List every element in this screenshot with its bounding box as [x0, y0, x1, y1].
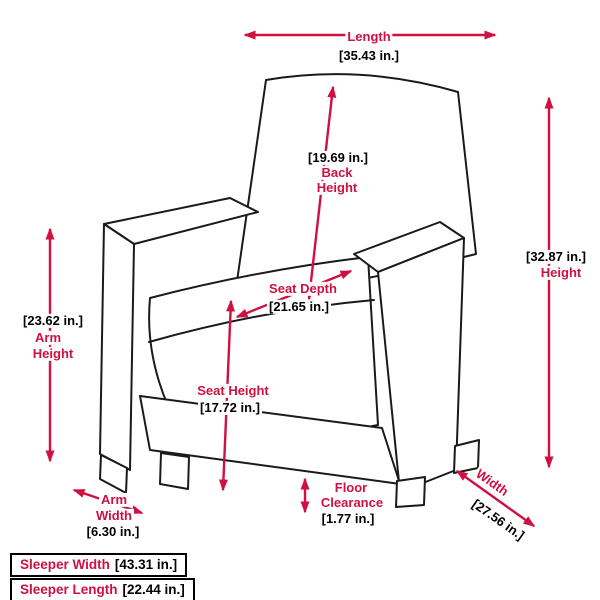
width-arrow [455, 470, 536, 527]
back-height-label-2: Height [314, 179, 360, 196]
length-label: Length [345, 28, 393, 45]
chair-foot-front-left [159, 452, 190, 490]
arm-width-label-2: Width [94, 507, 134, 524]
chair-left-arm-top [103, 197, 259, 245]
sleeper-width-value: [43.31 in.] [114, 557, 178, 572]
arm-width-value: [6.30 in.] [84, 523, 142, 540]
length-value: [35.43 in.] [337, 47, 401, 64]
armchair-drawing [99, 73, 480, 508]
arm-height-label-1: Arm [32, 329, 64, 346]
seat-height-label: Seat Height [195, 382, 271, 399]
seat-depth-label: Seat Depth [267, 280, 339, 297]
arm-height-label-2: Height [30, 345, 76, 362]
chair-foot-front-right [395, 476, 426, 508]
arm-width-label-1: Arm [98, 491, 130, 508]
sleeper-length-value: [22.44 in.] [122, 582, 185, 597]
seat-height-value: [17.72 in.] [198, 399, 262, 416]
sleeper-width-label: Sleeper Width [20, 557, 110, 572]
height-label: Height [538, 264, 584, 281]
chair-left-arm [99, 223, 135, 471]
sleeper-length-label: Sleeper Length [20, 582, 118, 597]
sleeper-length-box: Sleeper Length [22.44 in.] [10, 578, 195, 600]
arm-height-value: [23.62 in.] [21, 312, 85, 329]
seat-depth-value: [21.65 in.] [267, 298, 331, 315]
floor-clearance-label-2: Clearance [318, 494, 386, 511]
height-value: [32.87 in.] [524, 248, 588, 265]
sleeper-width-box: Sleeper Width [43.31 in.] [10, 553, 188, 577]
floor-clearance-label-1: Floor [332, 479, 370, 496]
back-height-label-1: Back [319, 164, 355, 181]
back-height-value: [19.69 in.] [306, 149, 370, 166]
chair-foot-back-right [453, 439, 480, 474]
floor-clearance-value: [1.77 in.] [319, 510, 377, 527]
